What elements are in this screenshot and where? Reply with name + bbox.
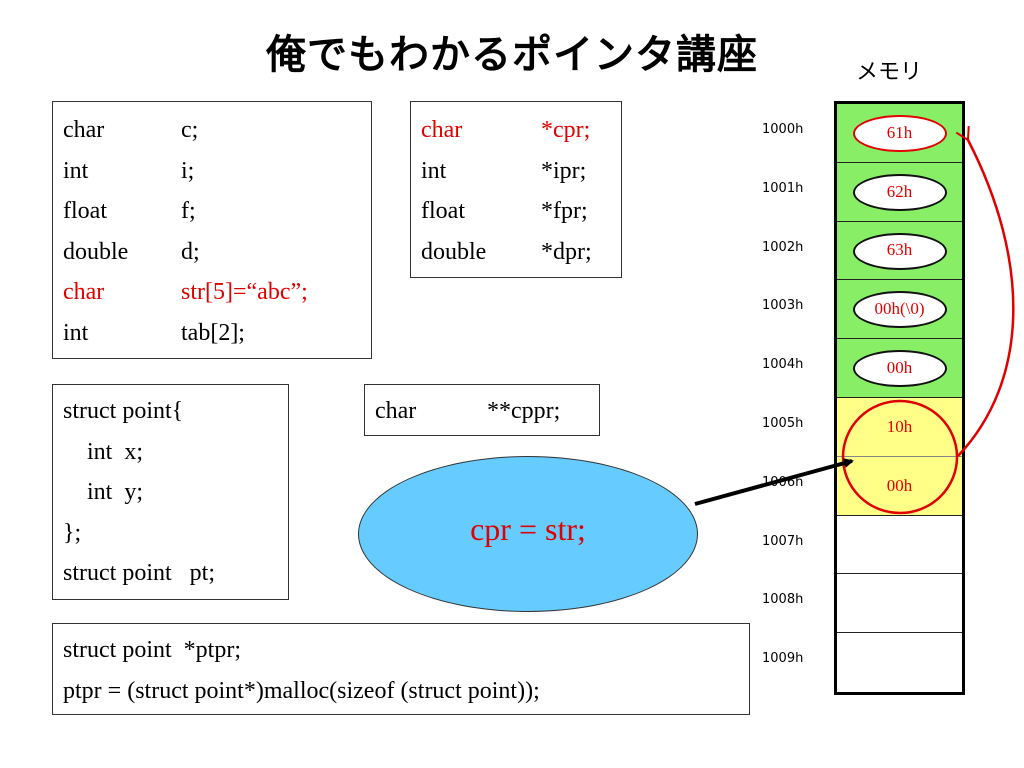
struct-line: struct point{	[63, 398, 184, 424]
decl-name: c;	[181, 117, 199, 143]
memory-addresses: 1000h 1001h 1002h 1003h 1004h 1005h 1006…	[762, 101, 832, 689]
decl-name: d;	[181, 238, 200, 265]
malloc-line: ptpr = (struct point*)malloc(sizeof (str…	[63, 677, 540, 704]
value-oval	[853, 173, 947, 211]
memory-cell	[837, 515, 962, 575]
decl-name: i;	[181, 157, 195, 184]
memory-address: 1007h	[762, 533, 804, 549]
memory-cell: 00h	[837, 339, 962, 398]
malloc-box: struct point *ptpr; ptpr = (struct point…	[52, 623, 750, 715]
ptr-name: *fpr;	[541, 198, 588, 224]
memory-address: 1001h	[762, 180, 804, 196]
declaration-row: char c;	[63, 110, 371, 151]
memory-cell: 63h	[837, 221, 962, 281]
decl-type: char	[63, 117, 105, 143]
memory-cell: 00h(\0)	[837, 280, 962, 340]
double-pointer-row: char **cppr;	[375, 391, 599, 432]
highlight-oval	[853, 115, 947, 152]
pointer-target-arrow	[955, 126, 1015, 457]
struct-line: };	[63, 519, 82, 546]
memory-label: メモリ	[856, 60, 923, 85]
memory-cell: 61h	[837, 104, 962, 163]
memory-value: 00h	[886, 475, 913, 495]
ptr-type: int	[421, 157, 447, 184]
memory-address: 1005h	[762, 415, 804, 431]
struct-line: int y;	[63, 479, 144, 505]
ptr-type: char	[421, 117, 463, 143]
pointer-declarations-box: char *cpr; int *ipr; float *fpr; double *dpr…	[410, 101, 622, 278]
page-title: 俺でもわかるポインタ講座	[266, 32, 758, 78]
variable-declarations-box: char c; int i; float f; double d; char str[5]…	[52, 101, 372, 359]
struct-definition-box: struct point{ int x; int y; }; struct po…	[52, 384, 289, 600]
statement-text: cpr = str;	[470, 510, 586, 547]
dptr-type: char	[375, 398, 417, 424]
memory-address: 1000h	[762, 122, 804, 137]
ptr-type: double	[421, 238, 487, 265]
decl-type: float	[63, 198, 107, 224]
decl-type: double	[63, 238, 129, 265]
memory-address: 1009h	[762, 651, 804, 667]
ptr-name: *dpr;	[541, 238, 592, 265]
ptr-type: float	[421, 198, 465, 224]
declaration-row-highlight: char str[5]=“abc”;	[63, 272, 371, 313]
memory-cell: 10h	[837, 397, 962, 457]
decl-type: int	[63, 157, 89, 184]
memory-cell: 00h	[837, 456, 962, 516]
memory-value: 61h	[886, 122, 913, 142]
memory-value: 00h	[886, 358, 913, 378]
memory-value: 00h(\0)	[874, 299, 925, 319]
decl-name: f;	[181, 198, 196, 224]
declaration-row: int tab[2];	[63, 313, 371, 354]
pointer-row-highlight: char *cpr;	[421, 110, 621, 151]
ptr-name: *cpr;	[541, 117, 591, 143]
struct-line: int x;	[63, 438, 144, 465]
decl-type: char	[63, 279, 105, 305]
memory-cell	[837, 574, 962, 634]
memory-address: 1006h	[762, 474, 804, 490]
ptr-name: *ipr;	[541, 157, 587, 184]
memory-address: 1004h	[762, 357, 804, 373]
declaration-row: int i;	[63, 151, 371, 192]
dptr-name: **cppr;	[487, 398, 561, 424]
struct-line: struct point pt;	[63, 560, 215, 586]
value-oval	[853, 291, 947, 329]
declaration-row: double d;	[63, 232, 371, 273]
decl-name: tab[2];	[181, 319, 245, 346]
pointer-row: float *fpr;	[421, 191, 621, 232]
value-oval	[853, 350, 947, 388]
malloc-line: struct point *ptpr;	[63, 637, 241, 663]
pointer-row: int *ipr;	[421, 151, 621, 192]
memory-cell: 62h	[837, 162, 962, 222]
declaration-row: float f;	[63, 191, 371, 232]
memory-address: 1008h	[762, 592, 804, 608]
memory-value: 63h	[886, 240, 913, 260]
decl-type: int	[63, 319, 89, 346]
memory-value: 62h	[886, 181, 913, 201]
value-oval	[853, 232, 947, 270]
memory-cell	[837, 633, 962, 692]
memory-table: 61h 62h 63h 00h(\0) 00h 10h 00h	[834, 101, 965, 695]
memory-address: 1002h	[762, 239, 804, 255]
memory-address: 1003h	[762, 298, 804, 314]
decl-name: str[5]=“abc”;	[181, 279, 308, 305]
memory-value: 10h	[886, 416, 913, 436]
statement-bubble: cpr = str;	[358, 456, 698, 612]
double-pointer-box: char **cppr;	[364, 384, 600, 436]
pointer-row: double *dpr;	[421, 232, 621, 273]
